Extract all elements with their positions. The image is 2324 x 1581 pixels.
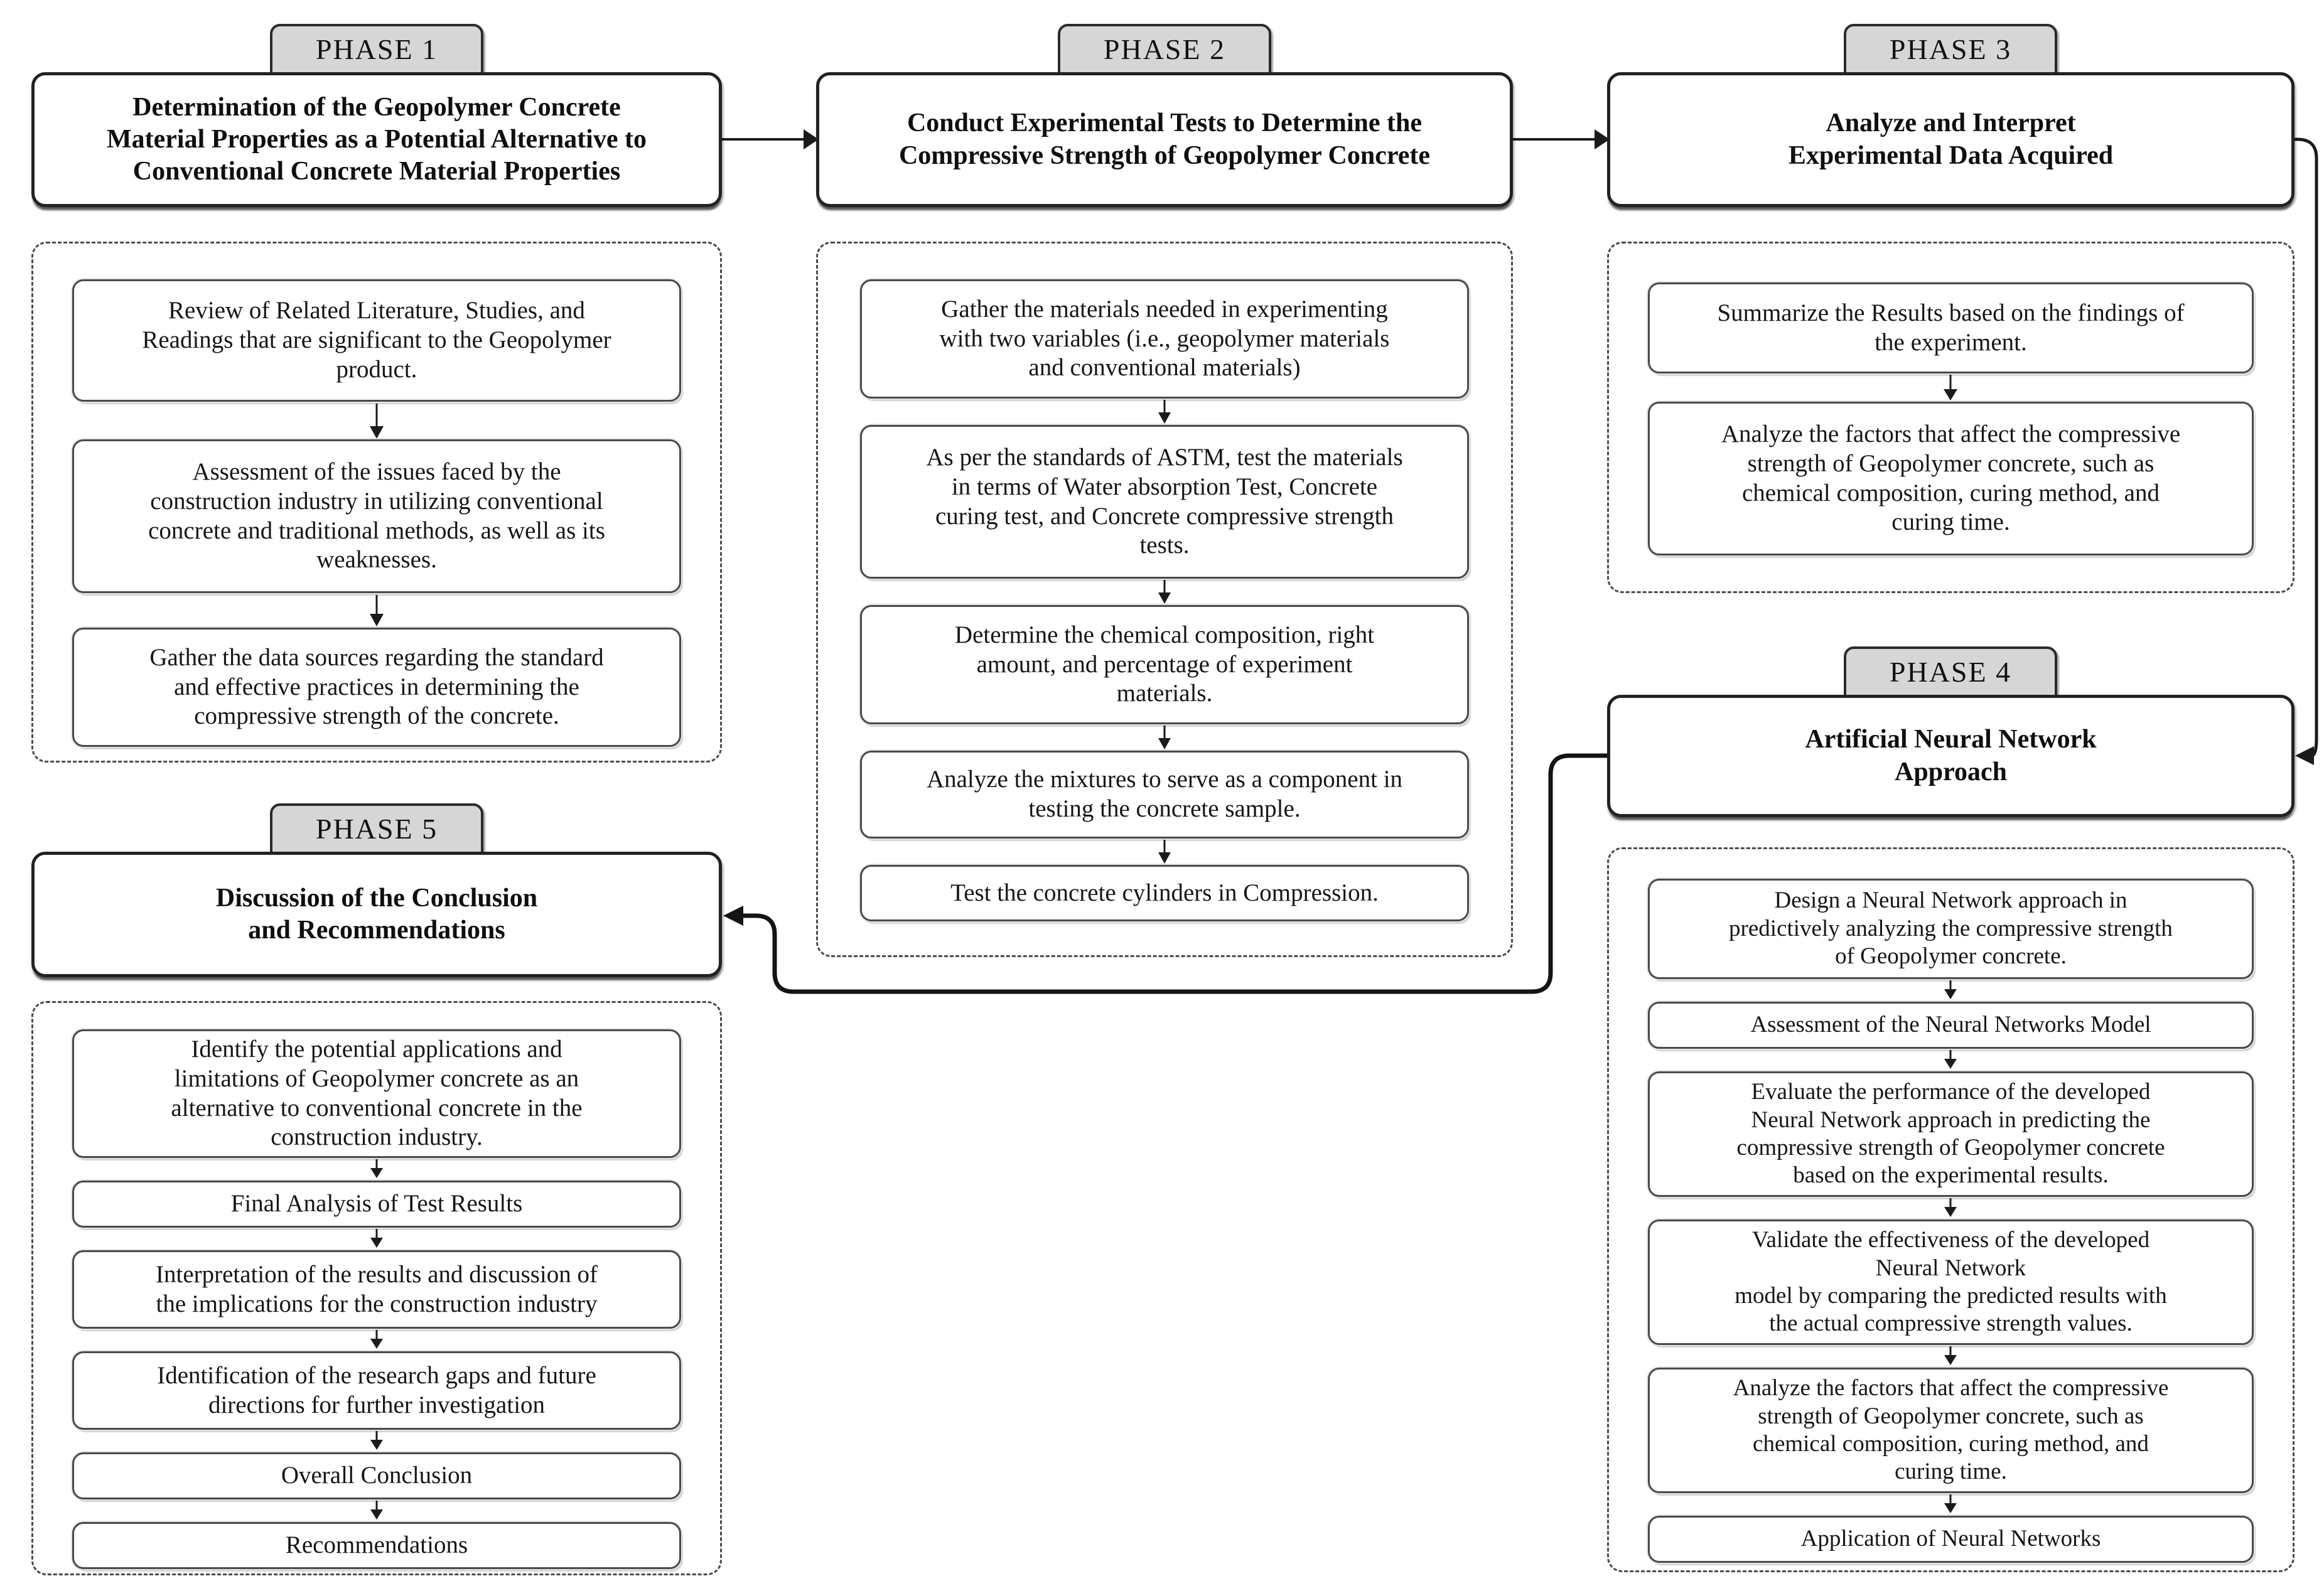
phase2-step-5: Test the concrete cylinders in Compressi… [860, 865, 1469, 921]
down-arrow-icon [1944, 980, 1957, 999]
down-arrow-icon [1944, 1198, 1957, 1217]
phase5-step-2: Final Analysis of Test Results [72, 1181, 681, 1228]
down-arrow-icon [370, 404, 384, 439]
down-arrow-icon [370, 1431, 383, 1450]
phase2-steps-container [816, 242, 1513, 957]
phase1-step-3: Gather the data sources regarding the st… [72, 628, 681, 747]
phase4-step-6: Application of Neural Networks [1648, 1516, 2254, 1563]
phase4-step-5: Analyze the factors that affect the comp… [1648, 1368, 2254, 1493]
down-arrow-icon [370, 595, 384, 626]
phase4-step-1: Design a Neural Network approach in pred… [1648, 879, 2254, 979]
down-arrow-icon [370, 1501, 383, 1519]
phase2-step-2: As per the standards of ASTM, test the m… [860, 425, 1469, 579]
down-arrow-icon [370, 1159, 383, 1178]
down-arrow-icon [370, 1229, 383, 1248]
phase5-step-4: Identification of the research gaps and … [72, 1351, 681, 1430]
down-arrow-icon [370, 1330, 383, 1349]
phase5-title: Discussion of the Conclusion and Recomme… [31, 852, 722, 977]
phase3-title: Analyze and Interpret Experimental Data … [1607, 72, 2294, 207]
phase4-title: Artificial Neural Network Approach [1607, 695, 2294, 817]
phase3-step-1: Summarize the Results based on the findi… [1648, 282, 2254, 373]
arrow-phase2-to-phase3 [1513, 129, 1610, 149]
down-arrow-icon [1944, 1050, 1957, 1069]
down-arrow-icon [1158, 580, 1171, 604]
phase5-steps-container [31, 1001, 722, 1575]
phase2-step-4: Analyze the mixtures to serve as a compo… [860, 751, 1469, 839]
down-arrow-icon [1944, 375, 1957, 400]
down-arrow-icon [1158, 840, 1171, 864]
phase5-step-1: Identify the potential applications and … [72, 1029, 681, 1158]
phase2-title: Conduct Experimental Tests to Determine … [816, 72, 1513, 207]
phase5-step-3: Interpretation of the results and discus… [72, 1250, 681, 1329]
phase3-step-2: Analyze the factors that affect the comp… [1648, 402, 2254, 555]
arrow-phase1-to-phase2 [722, 129, 819, 149]
phase1-steps-container [31, 242, 722, 763]
phase4-steps-container [1607, 847, 2294, 1572]
phase4-step-2: Assessment of the Neural Networks Model [1648, 1002, 2254, 1049]
connector-phase4-to-phase5 [723, 753, 1607, 994]
phase4-step-3: Evaluate the performance of the develope… [1648, 1071, 2254, 1197]
phase3-steps-container [1607, 242, 2294, 593]
phase2-step-1: Gather the materials needed in experimen… [860, 279, 1469, 399]
phase1-step-2: Assessment of the issues faced by the co… [72, 439, 681, 593]
phase5-step-6: Recommendations [72, 1522, 681, 1569]
down-arrow-icon [1158, 400, 1171, 424]
connector-phase3-to-phase4 [2294, 137, 2318, 765]
down-arrow-icon [1158, 726, 1171, 749]
phase4-step-4: Validate the effectiveness of the develo… [1648, 1219, 2254, 1345]
down-arrow-icon [1944, 1346, 1957, 1365]
phase5-step-5: Overall Conclusion [72, 1452, 681, 1499]
phase1-step-1: Review of Related Literature, Studies, a… [72, 279, 681, 402]
phase1-title: Determination of the Geopolymer Concrete… [31, 72, 722, 207]
phase2-step-3: Determine the chemical composition, righ… [860, 605, 1469, 724]
down-arrow-icon [1944, 1494, 1957, 1513]
